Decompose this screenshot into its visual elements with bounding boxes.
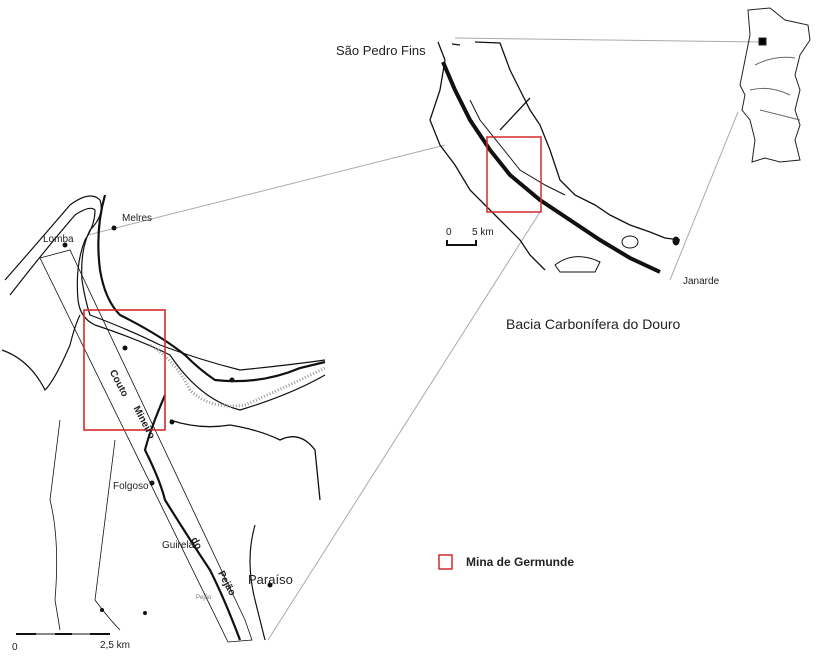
place-label: Janarde bbox=[683, 276, 720, 287]
portugal-inset-map bbox=[739, 7, 811, 163]
mine-area-highlight-detail bbox=[83, 309, 166, 431]
mine-area-highlight-overview bbox=[486, 136, 542, 213]
scale-bar-overview bbox=[446, 240, 477, 246]
legend-label: Mina de Germunde bbox=[466, 555, 575, 569]
place-label: Paraíso bbox=[248, 572, 293, 587]
place-label: Guirela bbox=[162, 540, 195, 551]
place-label: Folgoso bbox=[113, 481, 149, 492]
basin-overview-map bbox=[429, 41, 681, 274]
connector-lines bbox=[87, 37, 761, 641]
place-label: Melres bbox=[122, 213, 153, 224]
scale-label: 0 bbox=[446, 227, 452, 238]
scale-label: 0 bbox=[12, 642, 18, 653]
concession-boundary bbox=[39, 249, 253, 643]
place-label: São Pedro Fins bbox=[336, 43, 426, 58]
scale-label: 2,5 km bbox=[100, 640, 131, 651]
map-title: Bacia Carbonífera do Douro bbox=[506, 316, 681, 332]
place-label: Pejão bbox=[196, 595, 212, 601]
scale-label: 5 km bbox=[472, 227, 494, 238]
location-marker-icon bbox=[758, 37, 767, 46]
concession-detail-map bbox=[1, 194, 326, 643]
place-label: Lomba bbox=[43, 234, 74, 245]
legend-symbol-icon bbox=[438, 554, 453, 570]
